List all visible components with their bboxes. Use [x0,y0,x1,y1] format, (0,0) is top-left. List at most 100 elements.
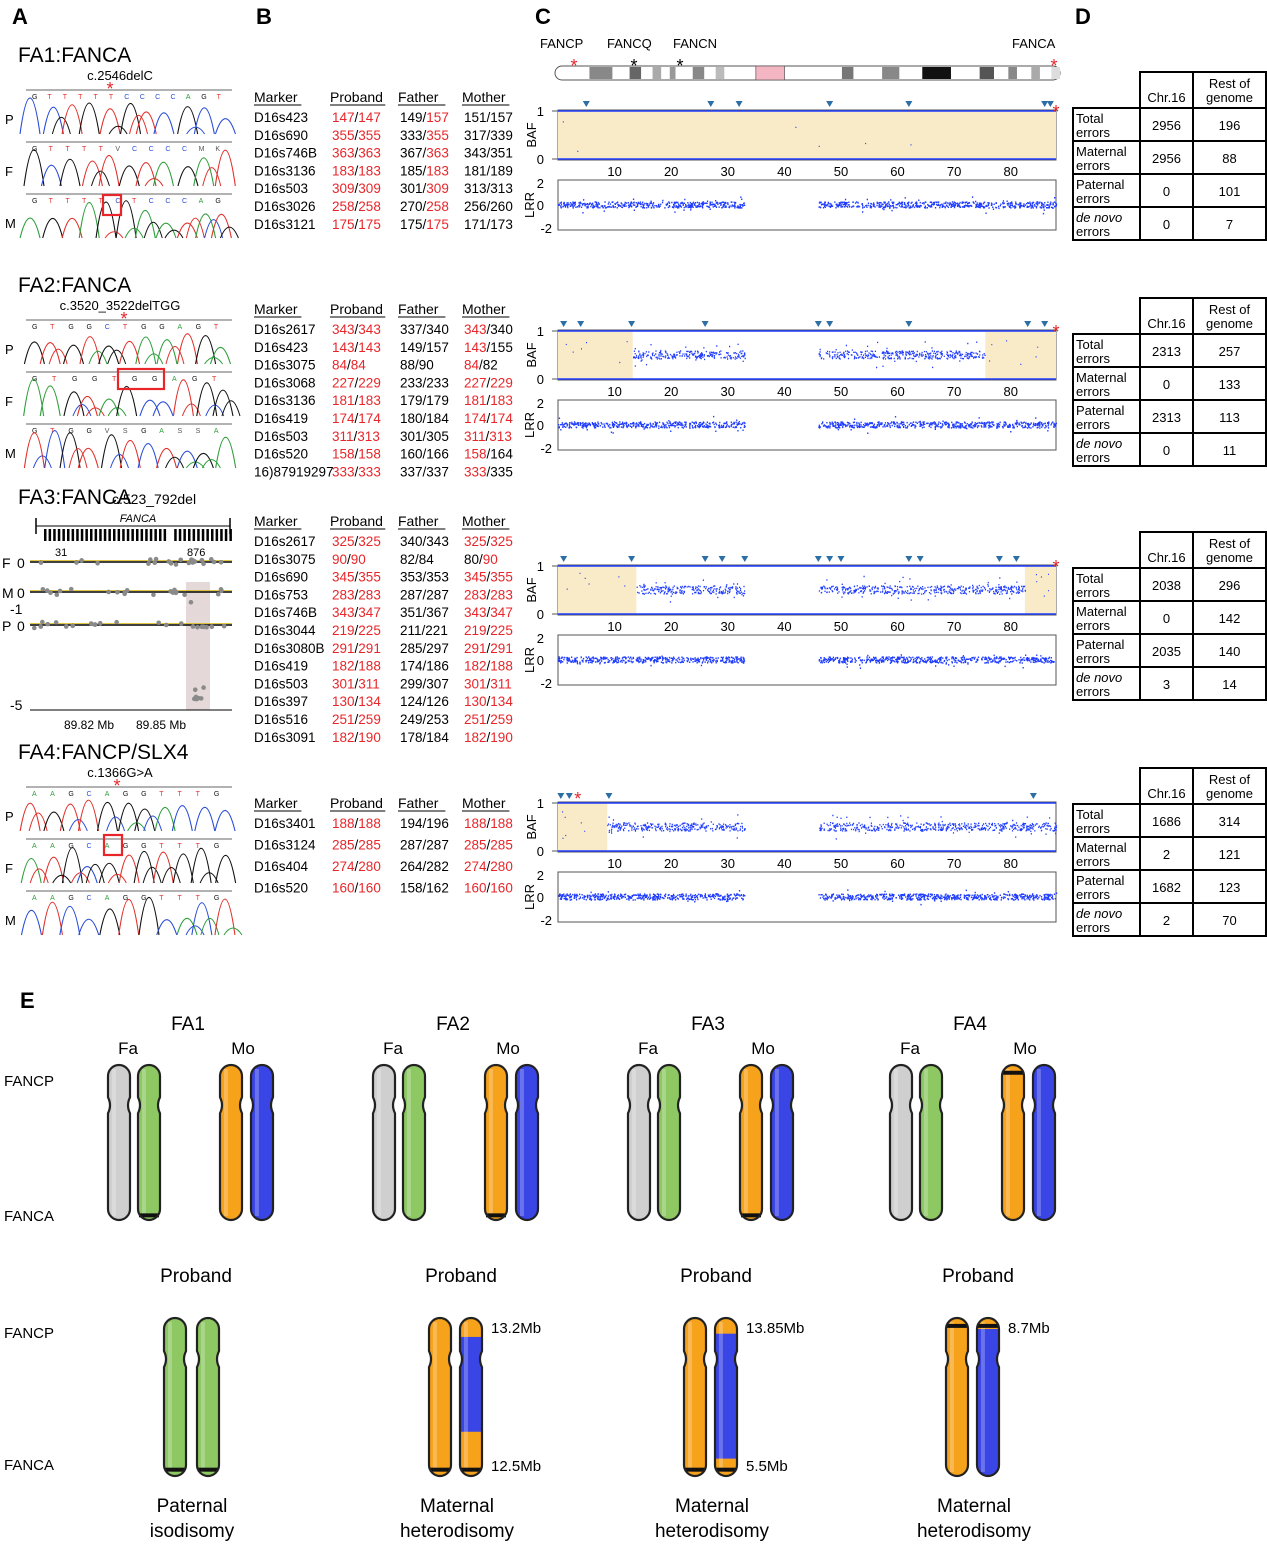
row-label: Total [1076,111,1104,126]
allele-separator: / [479,552,483,567]
row-label: errors [1076,125,1110,140]
row-label-fancp: FANCP [4,1073,54,1090]
chromosome-outline [738,1063,764,1222]
allele-separator: / [487,110,491,125]
mutation-label: c.1366G>A [87,765,153,780]
baf-stray-points [562,811,586,839]
exon-bar [48,529,52,541]
loh-region [1024,566,1056,614]
chromosome-outline [483,1063,509,1222]
rest-count: 123 [1219,880,1241,895]
allele-value: 151 [464,110,487,125]
chromatogram-peak [51,116,71,135]
chromosome-outline [427,1316,453,1478]
base-call: T [112,376,117,383]
baf-heterozygous-points [818,575,1026,601]
chromosome [1031,1063,1057,1222]
x-tick-label: 40 [777,384,791,399]
lrr-points [558,415,746,434]
chromatogram-peak [181,403,201,417]
allele-separator: / [487,587,491,602]
chromatogram-peak [215,854,237,884]
chromatogram-peak [44,430,66,469]
base-call: G [214,791,219,798]
gene-label-fancp: FANCP [540,36,583,51]
gene-position-star: * [630,56,637,76]
allele-pair: 175/175 [332,217,381,232]
allele-value: 227 [464,375,487,390]
allele-separator: / [423,411,427,426]
chromosome-body [251,1065,273,1220]
allele-pair: 183/183 [332,163,381,178]
allele-value: 124 [400,694,423,709]
outcome-label: Maternal [675,1496,749,1517]
exon-label: 31 [55,547,67,559]
mutation-band [198,1467,218,1472]
allele-value: 178 [400,730,423,745]
allele-value: 301 [400,429,423,444]
allele-pair: 182/188 [464,659,513,674]
allele-pair: 180/184 [400,411,449,426]
base-call: A [199,198,204,205]
base-call: S [123,428,128,435]
panel-letter-b: B [256,4,272,29]
allele-value: 182 [464,659,487,674]
breakpoint-label: 12.5Mb [491,1458,541,1475]
chr16-count: 2035 [1152,644,1181,659]
x-tick-label: 50 [834,384,848,399]
chromatogram-peak [68,819,88,832]
allele-value: 285 [332,838,355,853]
chromosome-outline [458,1316,484,1478]
allele-value: 157 [490,110,513,125]
base-call: C [87,895,92,902]
allele-pair: 283/283 [464,587,513,602]
allele-separator: / [355,838,359,853]
allele-value: 299 [400,676,423,691]
mutation-band [741,1213,761,1218]
loh-region [985,331,1056,379]
allele-pair: 355/355 [332,128,381,143]
mother-label: Mo [231,1039,255,1058]
chromosome [1000,1063,1026,1222]
allele-value: 186 [426,659,449,674]
allele-value: 345 [464,570,487,585]
marker-triangle [814,321,822,327]
case-title: FA1:FANCA [18,44,131,67]
base-call: C [182,146,187,153]
baf-stray-points [1035,573,1050,597]
allele-value: 343 [464,146,487,161]
allele-value: 311 [332,429,354,444]
base-call: G [201,94,206,101]
chromatogram-peak [43,811,65,832]
allele-separator: / [423,375,427,390]
chromosome-outline [888,1063,914,1222]
mlpa-probe [211,559,217,565]
marker-triangle [560,556,568,562]
base-call: T [47,94,52,101]
father-label: Fa [638,1039,658,1058]
mutation-band [461,1467,481,1472]
chromatogram-peak [172,853,194,884]
allele-pair: 287/287 [400,587,449,602]
col-header-rest: genome [1206,786,1253,801]
chromatogram-peak [177,166,199,187]
allele-value: 182 [332,659,355,674]
allele-value: 309 [332,181,355,196]
allele-value: 291 [490,641,513,656]
exon-bar [220,529,223,541]
chromosome-highlight [141,1069,146,1216]
allele-value: 343 [464,322,487,337]
allele-pair: 333/355 [400,128,449,143]
chromatogram-peak [23,149,45,187]
chromatogram-peak [202,167,222,187]
mlpa-probe [163,622,169,628]
chromatogram-peak [133,850,155,884]
mutation-band [1003,1070,1023,1075]
chromosome-body [628,1065,650,1220]
row-label: Total [1076,807,1104,822]
